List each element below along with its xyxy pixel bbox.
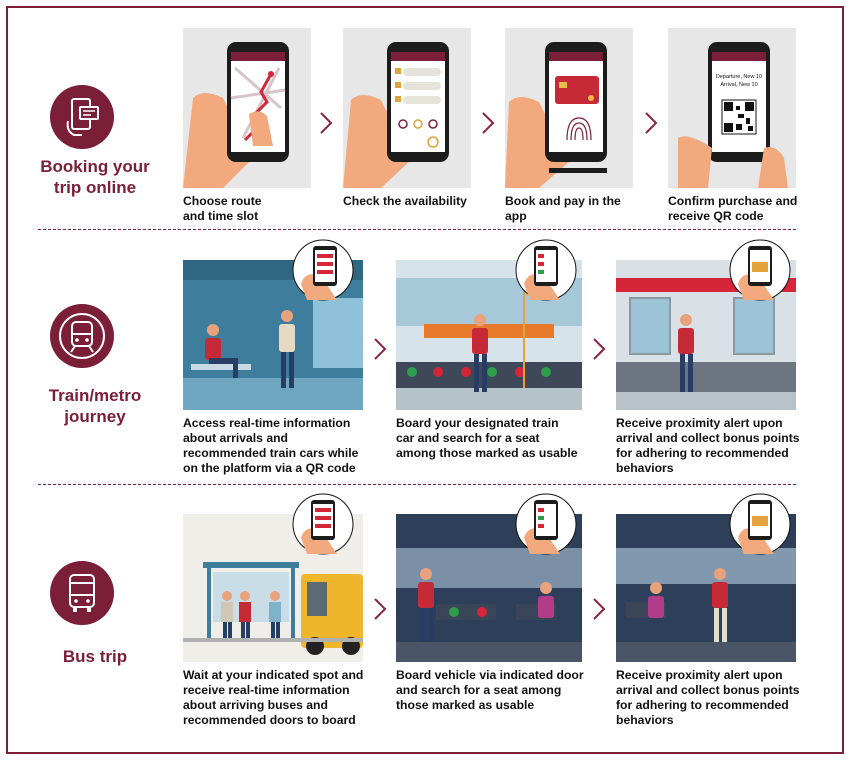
qr-departure-text: Departure, New 10 bbox=[716, 74, 762, 80]
caption-check-availability: Check the availability bbox=[343, 194, 467, 208]
train-car-seats-illustration bbox=[396, 238, 582, 410]
caption-choose-route: Choose route and time slot bbox=[183, 194, 262, 223]
phone-ticket-icon bbox=[50, 85, 114, 149]
chevron-right-icon bbox=[374, 598, 387, 620]
section-title-train: Train/metro journey bbox=[48, 386, 142, 426]
train-icon bbox=[50, 304, 114, 368]
phone-map-route-illustration bbox=[183, 28, 311, 188]
train-platform-illustration bbox=[183, 238, 363, 410]
chevron-right-icon bbox=[593, 338, 606, 360]
chevron-right-icon bbox=[645, 112, 658, 134]
chevron-right-icon bbox=[374, 338, 387, 360]
train-arrival-illustration bbox=[616, 238, 796, 410]
caption-proximity-alert-train: Receive proximity alert upon arrival and… bbox=[616, 416, 800, 475]
infographic-frame bbox=[6, 6, 844, 754]
bus-icon bbox=[50, 561, 114, 625]
section-title-booking: Booking your trip online bbox=[40, 157, 150, 197]
bus-interior-seats-illustration bbox=[396, 492, 582, 662]
qr-arrival-text: Arrival, New 10 bbox=[720, 82, 757, 88]
caption-board-designated-car: Board your designated train car and sear… bbox=[396, 416, 578, 460]
caption-wait-bus: Wait at your indicated spot and receive … bbox=[183, 668, 364, 727]
phone-availability-illustration bbox=[343, 28, 471, 188]
phone-qr-code-illustration: Departure, New 10 Arrival, New 10 bbox=[668, 28, 796, 188]
chevron-right-icon bbox=[482, 112, 495, 134]
section-title-bus: Bus trip bbox=[62, 647, 128, 666]
caption-book-pay: Book and pay in the app bbox=[505, 194, 621, 223]
caption-proximity-alert-bus: Receive proximity alert upon arrival and… bbox=[616, 668, 800, 727]
chevron-right-icon bbox=[320, 112, 333, 134]
chevron-right-icon bbox=[593, 598, 606, 620]
section-divider bbox=[38, 229, 796, 230]
caption-access-realtime-info: Access real-time information about arriv… bbox=[183, 416, 359, 475]
bus-arrival-illustration bbox=[616, 492, 796, 662]
section-divider bbox=[38, 484, 796, 485]
bus-stop-illustration bbox=[183, 492, 363, 662]
caption-board-vehicle: Board vehicle via indicated door and sea… bbox=[396, 668, 584, 712]
caption-confirm-purchase: Confirm purchase and receive QR code bbox=[668, 194, 798, 223]
phone-card-payment-illustration bbox=[505, 28, 633, 188]
